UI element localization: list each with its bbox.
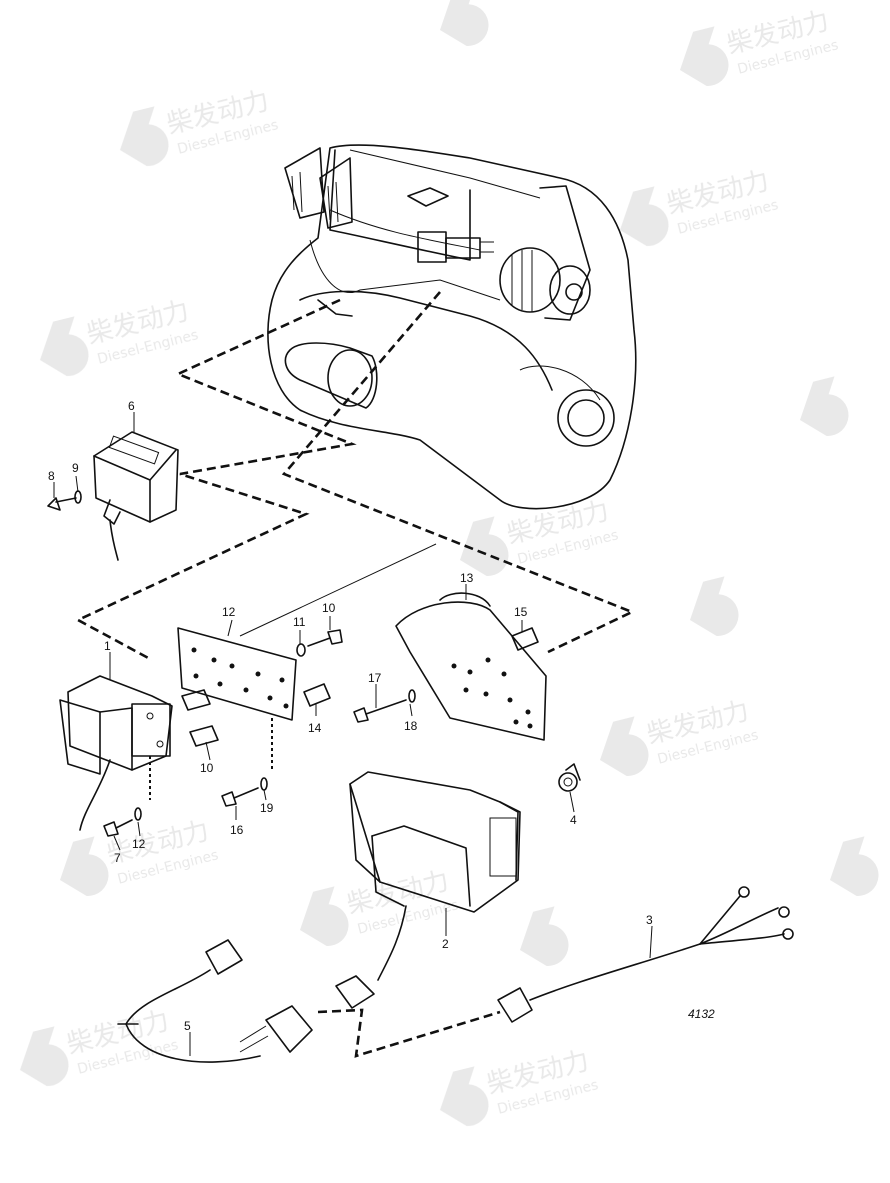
- watermark-logo-icon: [800, 376, 849, 437]
- screw-8-washer-9: [47, 490, 82, 511]
- callout-17: 16: [230, 823, 244, 837]
- ignition-coil-right-part: [349, 771, 521, 981]
- callout-15: 14: [308, 721, 322, 735]
- callout-12-bottom: 12: [132, 837, 146, 851]
- callout-19-left: 19: [260, 801, 274, 815]
- callout-10: 10: [200, 761, 214, 775]
- watermark-logo-icon: [40, 316, 89, 377]
- callout-11: 10: [322, 601, 336, 615]
- watermark-logo-icon: [620, 186, 669, 247]
- callout-8: 8: [48, 469, 55, 483]
- callout-1: 1: [104, 639, 111, 653]
- relay-part: [93, 431, 179, 561]
- callout-7: 7: [114, 851, 121, 865]
- callout-5: 5: [184, 1019, 191, 1033]
- watermark-logo-icon: [690, 576, 739, 637]
- callout-9: 9: [72, 461, 79, 475]
- spacers: [181, 627, 539, 747]
- screw-7-washer-12: [103, 807, 142, 837]
- screw-11-washer-12: [296, 629, 343, 657]
- callout-12-top: 11: [293, 615, 306, 629]
- watermark-layer: 柴发动力 Diesel-Engines 柴发动力 Diesel-Engines …: [20, 0, 879, 1127]
- callout-14: 13: [460, 571, 474, 585]
- screw-18-washer-19: [353, 689, 416, 723]
- callout-18: 17: [368, 671, 382, 685]
- watermark-logo-icon: [440, 0, 489, 47]
- callout-4: 4: [570, 813, 577, 827]
- wiring-harness-right-part: [497, 886, 794, 1023]
- callout-labels: 6 8 9 12 1 11 10 14 13 15 17 18 10 16 19…: [48, 399, 715, 1033]
- watermark-logo-icon: [600, 716, 649, 777]
- ignition-coil-left-part: [59, 675, 173, 831]
- clip-part: [558, 763, 581, 792]
- watermark-logo-icon: [680, 26, 729, 87]
- callout-3: 3: [646, 913, 653, 927]
- drawing-number: 4132: [688, 1007, 715, 1021]
- mounting-plate-part: [177, 627, 297, 721]
- watermark-logo-icon: [440, 1066, 489, 1127]
- bracket-part: [395, 592, 547, 741]
- callout-2: 2: [442, 937, 449, 951]
- watermark-logo-icon: [830, 836, 879, 897]
- callout-16: 15: [514, 605, 528, 619]
- watermark-logo-icon: [120, 106, 169, 167]
- watermark-logo-icon: [300, 886, 349, 947]
- wiring-harness-left-part: [117, 939, 375, 1063]
- watermark-logo-icon: [460, 516, 509, 577]
- callout-13: 12: [222, 605, 236, 619]
- callout-6: 6: [128, 399, 135, 413]
- callout-19-right: 18: [404, 719, 418, 733]
- watermark-logo-icon: [520, 906, 569, 967]
- engine-illustration: [267, 144, 637, 510]
- watermark-logo-icon: [60, 836, 109, 897]
- watermark-logo-icon: [20, 1026, 69, 1087]
- leader-lines: [53, 412, 653, 1056]
